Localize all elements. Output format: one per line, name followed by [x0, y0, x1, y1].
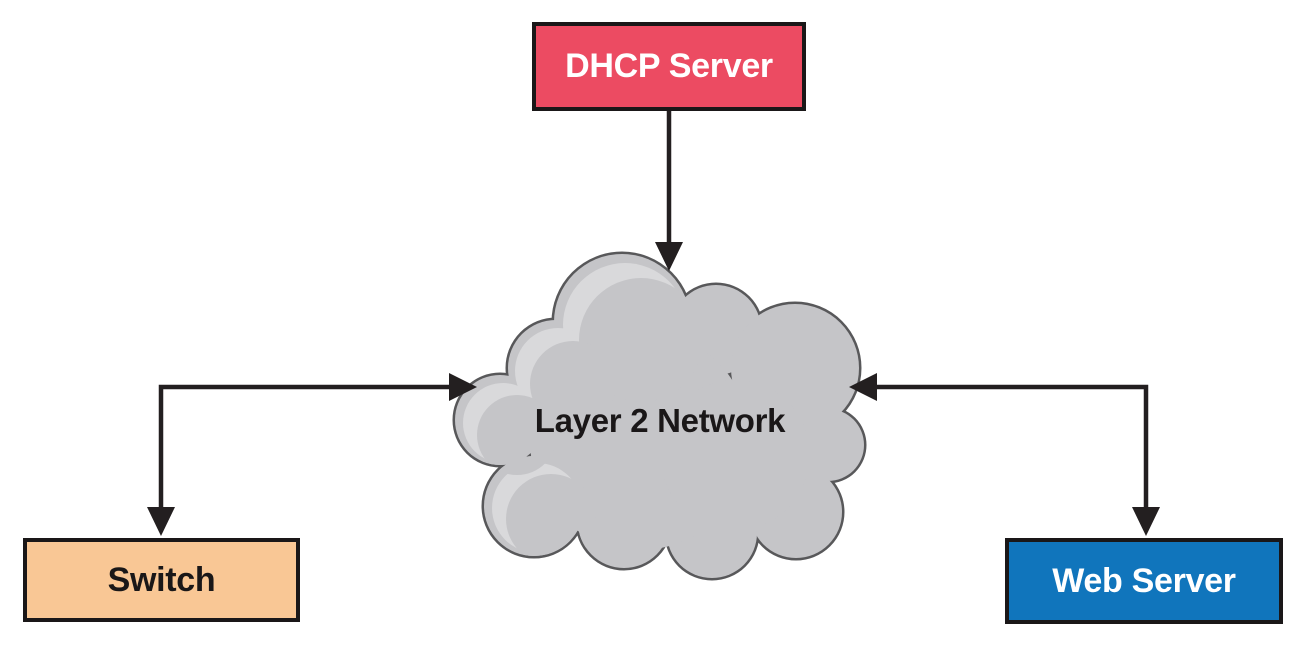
node-web-server-label: Web Server — [1052, 561, 1236, 600]
node-web-server: Web Server — [1005, 538, 1283, 624]
node-dhcp-server: DHCP Server — [532, 22, 806, 111]
arrowhead-into-switch — [147, 507, 175, 536]
arrowhead-into-network-left — [449, 373, 477, 401]
cloud-highlight — [463, 263, 703, 564]
connector-network-webserver — [875, 384, 1149, 508]
arrowhead-into-network-right — [849, 373, 877, 401]
arrowhead-into-webserver — [1132, 507, 1160, 536]
node-switch: Switch — [23, 538, 300, 622]
arrowhead-into-network-top — [655, 242, 683, 271]
node-layer2-network-label: Layer 2 Network — [534, 402, 786, 439]
node-dhcp-server-label: DHCP Server — [565, 47, 773, 85]
connector-network-switch — [158, 384, 450, 508]
network-cloud-shape — [452, 251, 867, 581]
node-switch-label: Switch — [107, 560, 216, 599]
